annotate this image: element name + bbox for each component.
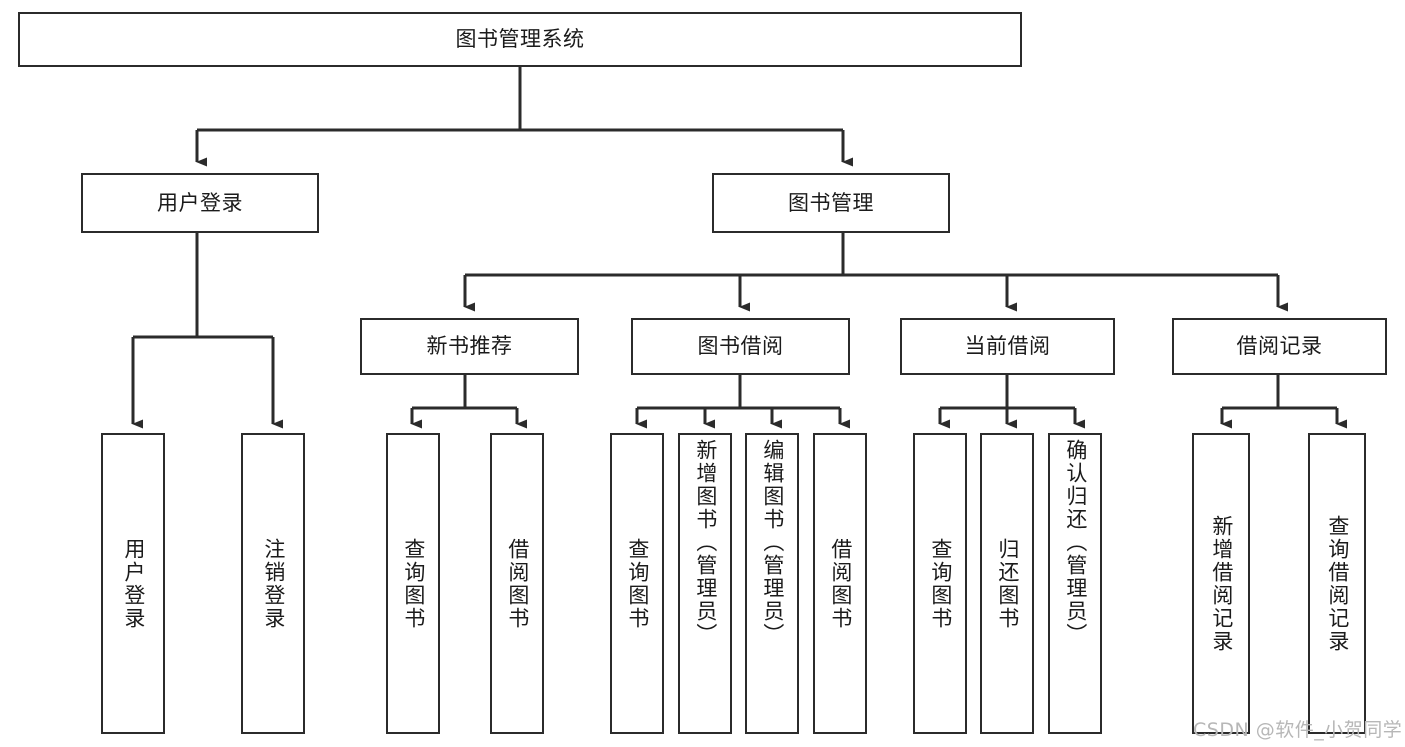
node-leaf-query-record-label: 查询借阅记录	[1325, 514, 1350, 653]
node-leaf-borrow-book-1-label: 借阅图书	[505, 537, 530, 630]
node-leaf-add-book-label: 新增图书（管理员）	[693, 439, 718, 646]
node-current-borrow[interactable]: 当前借阅	[900, 318, 1115, 375]
node-leaf-confirm-return-label: 确认归还（管理员）	[1063, 439, 1088, 646]
node-leaf-query-book-2-label: 查询图书	[625, 537, 650, 630]
node-root[interactable]: 图书管理系统	[18, 12, 1022, 67]
node-leaf-return-book-label: 归还图书	[995, 537, 1020, 630]
node-new-book-rec[interactable]: 新书推荐	[360, 318, 579, 375]
node-leaf-query-book-1-label: 查询图书	[401, 537, 426, 630]
node-new-book-rec-label: 新书推荐	[426, 334, 513, 359]
node-leaf-add-record[interactable]: 新增借阅记录	[1192, 433, 1250, 734]
node-current-borrow-label: 当前借阅	[964, 334, 1051, 359]
node-leaf-borrow-book-2[interactable]: 借阅图书	[813, 433, 867, 734]
node-book-manage-label: 图书管理	[788, 190, 874, 215]
node-borrow-record-label: 借阅记录	[1236, 334, 1323, 359]
node-user-login-label: 用户登录	[157, 190, 243, 215]
node-leaf-query-book-1[interactable]: 查询图书	[386, 433, 440, 734]
node-leaf-borrow-book-1[interactable]: 借阅图书	[490, 433, 544, 734]
node-borrow-record[interactable]: 借阅记录	[1172, 318, 1387, 375]
node-leaf-logout-label: 注销登录	[261, 537, 286, 630]
node-leaf-add-record-label: 新增借阅记录	[1209, 514, 1234, 653]
csdn-watermark: CSDN @软件_小贺同学	[1193, 719, 1403, 741]
node-leaf-user-login-label: 用户登录	[121, 537, 146, 630]
node-root-label: 图书管理系统	[455, 27, 585, 52]
node-leaf-query-book-3-label: 查询图书	[928, 537, 953, 630]
node-book-borrow[interactable]: 图书借阅	[631, 318, 850, 375]
node-leaf-query-record[interactable]: 查询借阅记录	[1308, 433, 1366, 734]
node-leaf-query-book-3[interactable]: 查询图书	[913, 433, 967, 734]
node-leaf-confirm-return[interactable]: 确认归还（管理员）	[1048, 433, 1102, 734]
node-leaf-edit-book-label: 编辑图书（管理员）	[760, 439, 785, 646]
node-user-login[interactable]: 用户登录	[81, 173, 319, 233]
node-leaf-query-book-2[interactable]: 查询图书	[610, 433, 664, 734]
node-leaf-logout[interactable]: 注销登录	[241, 433, 305, 734]
node-leaf-return-book[interactable]: 归还图书	[980, 433, 1034, 734]
node-book-borrow-label: 图书借阅	[697, 334, 784, 359]
node-leaf-add-book[interactable]: 新增图书（管理员）	[678, 433, 732, 734]
node-leaf-edit-book[interactable]: 编辑图书（管理员）	[745, 433, 799, 734]
node-book-manage[interactable]: 图书管理	[712, 173, 950, 233]
node-leaf-user-login[interactable]: 用户登录	[101, 433, 165, 734]
node-leaf-borrow-book-2-label: 借阅图书	[828, 537, 853, 630]
